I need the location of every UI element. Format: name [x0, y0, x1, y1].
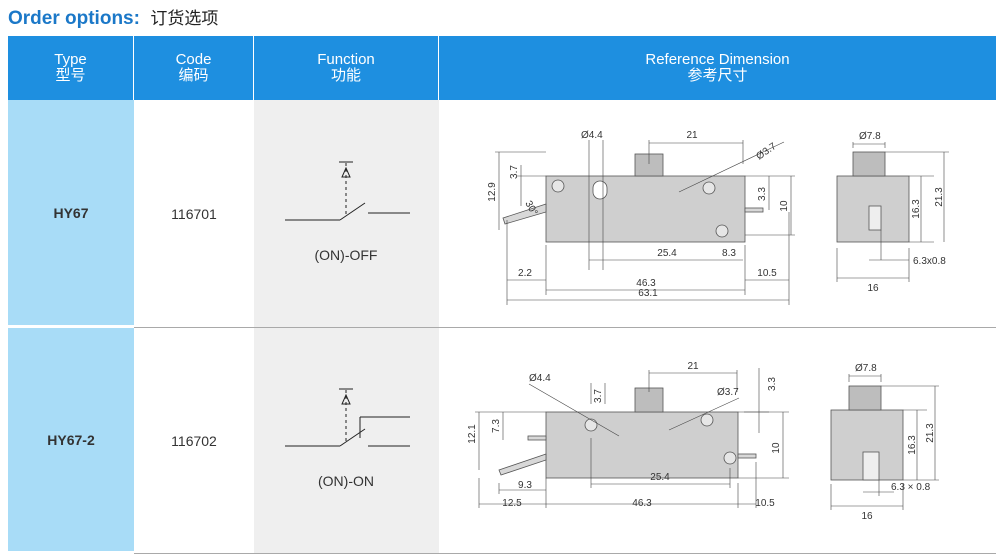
svg-text:21: 21: [687, 361, 699, 372]
function-label: (ON)-OFF: [315, 247, 378, 263]
svg-text:16: 16: [867, 283, 879, 294]
svg-text:25.4: 25.4: [657, 248, 677, 259]
svg-text:Ø3.7: Ø3.7: [717, 387, 739, 398]
svg-text:25.4: 25.4: [650, 472, 670, 483]
switch-symbol-icon: (ON)-ON: [285, 388, 410, 489]
svg-text:Ø7.8: Ø7.8: [855, 363, 877, 374]
svg-text:21.3: 21.3: [925, 423, 936, 443]
svg-text:10: 10: [779, 200, 790, 212]
svg-text:7.3: 7.3: [491, 419, 502, 433]
dimension-drawing: Ø4.4 3.7 21 Ø3.7 3.3 12.1 7.3 10 9.3 25.…: [467, 361, 939, 522]
function-cell: (ON)-ON: [254, 328, 439, 554]
svg-text:8.3: 8.3: [722, 248, 736, 259]
svg-text:6.3x0.8: 6.3x0.8: [913, 256, 946, 267]
svg-text:12.1: 12.1: [467, 424, 478, 444]
svg-text:10: 10: [771, 442, 782, 454]
table-row: HY67-2 116702 (ON)-ON: [8, 328, 996, 554]
svg-text:63.1: 63.1: [638, 288, 658, 299]
svg-text:3.3: 3.3: [757, 187, 768, 201]
dimension-drawing-cell: Ø4.4 3.7 21 Ø3.7 3.3 12.1 7.3 10 9.3 25.…: [439, 328, 996, 554]
svg-text:9.3: 9.3: [518, 480, 532, 491]
dimension-drawing-cell: Ø4.4 21 Ø3.7 3.7 12.9 30° 3.3 10 25.4 8.…: [439, 100, 996, 328]
svg-text:3.3: 3.3: [767, 377, 778, 391]
svg-text:12.5: 12.5: [502, 498, 522, 509]
svg-text:16.3: 16.3: [907, 435, 918, 455]
title-cn: 订货选项: [150, 9, 219, 28]
svg-text:2.2: 2.2: [518, 268, 532, 279]
svg-text:Ø7.8: Ø7.8: [859, 131, 881, 142]
type-cell: HY67-2: [8, 328, 134, 554]
page-title: Order options: 订货选项: [8, 4, 218, 34]
svg-text:16.3: 16.3: [911, 199, 922, 219]
table-row: HY67 116701 (ON)-OFF: [8, 100, 996, 328]
function-cell: (ON)-OFF: [254, 100, 439, 328]
code-cell: 116702: [134, 328, 254, 554]
svg-text:46.3: 46.3: [636, 278, 656, 289]
svg-text:21.3: 21.3: [934, 187, 945, 207]
dimension-drawing: Ø4.4 21 Ø3.7 3.7 12.9 30° 3.3 10 25.4 8.…: [487, 130, 949, 305]
svg-text:16: 16: [861, 511, 873, 522]
switch-symbol-icon: (ON)-OFF: [285, 161, 410, 263]
svg-text:Ø4.4: Ø4.4: [529, 373, 551, 384]
svg-text:Ø3.7: Ø3.7: [754, 141, 778, 163]
svg-text:6.3 × 0.8: 6.3 × 0.8: [891, 482, 931, 493]
svg-text:3.7: 3.7: [509, 165, 520, 179]
svg-text:21: 21: [686, 130, 698, 141]
function-label: (ON)-ON: [318, 473, 374, 489]
svg-text:3.7: 3.7: [593, 389, 604, 403]
type-cell: HY67: [8, 100, 134, 328]
svg-text:12.9: 12.9: [487, 182, 498, 202]
title-en: Order options:: [8, 8, 140, 29]
svg-text:10.5: 10.5: [755, 498, 775, 509]
code-cell: 116701: [134, 100, 254, 328]
svg-text:10.5: 10.5: [757, 268, 777, 279]
svg-text:Ø4.4: Ø4.4: [581, 130, 603, 141]
svg-text:46.3: 46.3: [632, 498, 652, 509]
